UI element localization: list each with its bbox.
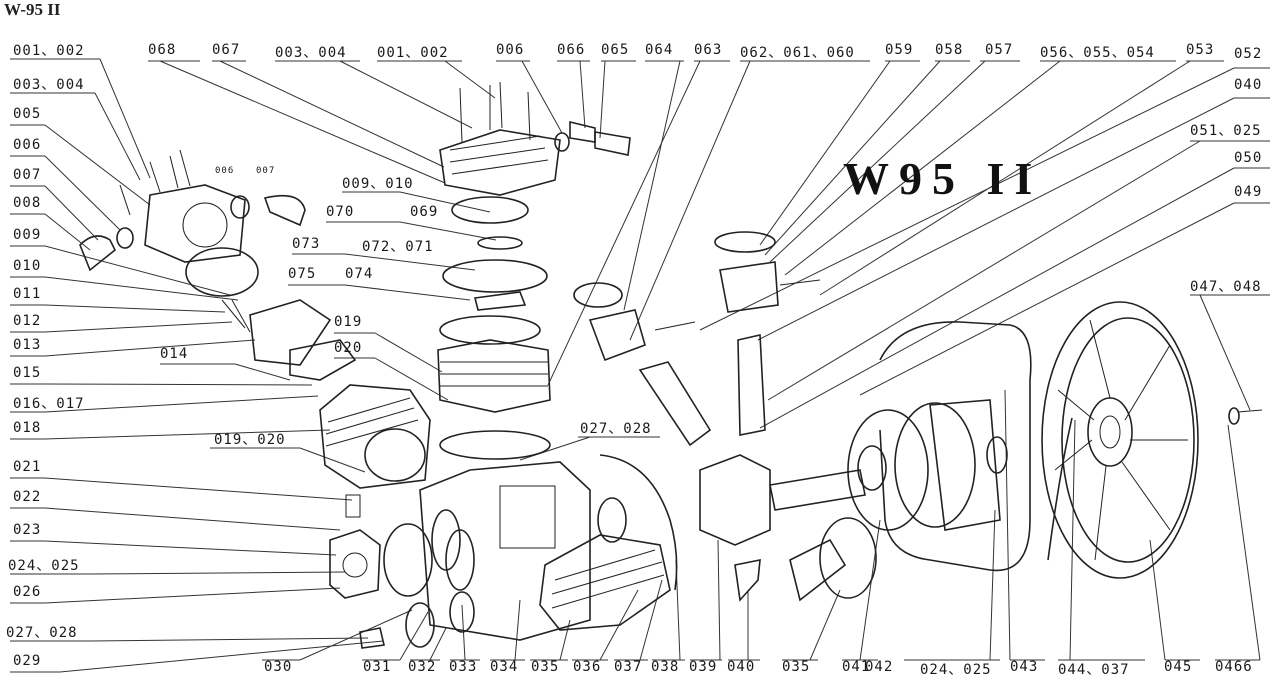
bearing-housing (847, 399, 1008, 531)
leader-lines (10, 58, 1270, 673)
part-label: 012 (13, 313, 42, 329)
part-label: 063 (694, 42, 723, 58)
part-label: 047、048 (1190, 279, 1262, 295)
top-cylinder (437, 339, 551, 460)
part-label: 005 (13, 106, 42, 122)
part-label: 043 (1010, 659, 1039, 675)
pistons-and-rods (573, 231, 877, 602)
part-label: 036 (573, 659, 602, 675)
part-label: 018 (13, 420, 42, 436)
part-label: 068 (148, 42, 177, 58)
part-label: 022 (13, 489, 42, 505)
part-label: 021 (13, 459, 42, 475)
part-label: 064 (645, 42, 674, 58)
part-label: 024、025 (8, 558, 80, 574)
part-label: 029 (13, 653, 42, 669)
part-label: 038 (651, 659, 680, 675)
part-label: 066 (557, 42, 586, 58)
part-label: 026 (13, 584, 42, 600)
part-label: 070 (326, 204, 355, 220)
part-label: 056、055、054 (1040, 45, 1155, 61)
part-label: 058 (935, 42, 964, 58)
part-label: 031 (363, 659, 392, 675)
part-label: 003、004 (275, 45, 347, 61)
top-gaskets-and-valves (439, 196, 548, 345)
part-label: 033 (449, 659, 478, 675)
part-label: 032 (408, 659, 437, 675)
hose (599, 454, 678, 591)
part-label: 003、004 (13, 77, 85, 93)
part-label: 007 (13, 167, 42, 183)
part-label: 040 (1234, 77, 1263, 93)
part-label: 074 (345, 266, 374, 282)
part-label: 035 (531, 659, 560, 675)
part-label: 014 (160, 346, 189, 362)
part-label: 019、020 (214, 432, 286, 448)
part-label: 024、025 (920, 662, 992, 678)
part-label: 065 (601, 42, 630, 58)
part-label: 013 (13, 337, 42, 353)
part-label: 035 (782, 659, 811, 675)
part-label: 009 (13, 227, 42, 243)
part-label: 053 (1186, 42, 1215, 58)
diagram-title: W-95 II (4, 0, 61, 19)
part-label: 072、071 (362, 239, 434, 255)
part-label: 006 (13, 137, 42, 153)
left-valve-plates (185, 247, 357, 381)
part-label: 010 (13, 258, 42, 274)
part-label: 045 (1164, 659, 1193, 675)
part-label: 073 (292, 236, 321, 252)
part-label: 041 (842, 659, 871, 675)
part-label: 001、002 (377, 45, 449, 61)
crankcase (419, 461, 627, 641)
part-label: 069 (410, 204, 439, 220)
part-label: 044、037 (1058, 662, 1130, 678)
part-label: 039 (689, 659, 718, 675)
flywheel (1041, 301, 1263, 579)
cooling-pipe (879, 321, 1073, 572)
part-label: 034 (490, 659, 519, 675)
part-label: 037 (614, 659, 643, 675)
part-label: 052 (1234, 46, 1263, 62)
small-part-label: 006 (215, 166, 235, 176)
part-label: 027、028 (580, 421, 652, 437)
left-cylinder-head (79, 149, 306, 272)
part-label: 057 (985, 42, 1014, 58)
part-label: 050 (1234, 150, 1263, 166)
part-label: 062、061、060 (740, 45, 855, 61)
part-label: 020 (334, 340, 363, 356)
model-label: W95 II (843, 153, 1043, 204)
part-label: 075 (288, 266, 317, 282)
part-label: 019 (334, 314, 363, 330)
top-cylinder-head (439, 81, 631, 196)
part-label: 027、028 (6, 625, 78, 641)
part-label: 011 (13, 286, 42, 302)
small-part-label: 007 (256, 166, 276, 176)
part-label: 016、017 (13, 396, 85, 412)
part-label: 067 (212, 42, 241, 58)
part-label: 051、025 (1190, 123, 1262, 139)
part-label: 040 (727, 659, 756, 675)
part-label: 042 (865, 659, 894, 675)
left-cylinder (319, 384, 431, 489)
part-label: 059 (885, 42, 914, 58)
part-label: 001、002 (13, 43, 85, 59)
crankshaft (699, 454, 866, 602)
front-cylinder (539, 534, 671, 631)
part-label: 023 (13, 522, 42, 538)
part-label: 049 (1234, 184, 1263, 200)
part-label: 006 (496, 42, 525, 58)
part-label: 008 (13, 195, 42, 211)
part-label: 030 (264, 659, 293, 675)
part-label: 015 (13, 365, 42, 381)
left-end-cover (329, 494, 475, 649)
part-label: 0466 (1215, 659, 1253, 675)
part-label: 009、010 (342, 176, 414, 192)
